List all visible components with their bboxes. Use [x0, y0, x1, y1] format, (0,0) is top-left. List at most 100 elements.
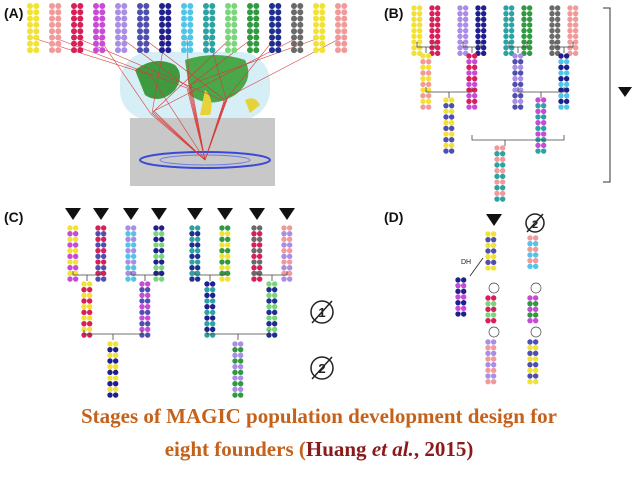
allele-dot	[99, 47, 106, 54]
allele-dot	[558, 98, 564, 105]
allele-dot	[181, 3, 187, 9]
allele-dot	[194, 264, 201, 271]
allele-dot	[466, 98, 472, 105]
allele-dot	[189, 236, 195, 243]
allele-dot	[466, 104, 472, 110]
allele-dot	[49, 47, 55, 54]
allele-dot	[27, 34, 33, 41]
allele-dot	[455, 288, 461, 295]
allele-dot	[416, 39, 423, 45]
cross-bracket	[194, 271, 226, 281]
allele-dot	[77, 21, 84, 28]
allele-dot	[99, 9, 106, 16]
chromosome	[335, 3, 348, 54]
allele-dot	[33, 3, 40, 9]
allele-dot	[567, 33, 573, 40]
allele-dot	[237, 386, 244, 393]
allele-dot	[499, 167, 506, 174]
allele-dot	[503, 16, 509, 23]
allele-dot	[158, 230, 165, 237]
allele-dot	[490, 378, 497, 385]
allele-dot	[526, 22, 533, 28]
allele-dot	[153, 247, 159, 254]
circle-2-icon-d: 2	[525, 213, 545, 233]
allele-dot	[204, 298, 210, 304]
allele-dot	[319, 21, 326, 28]
allele-dot	[144, 332, 151, 338]
circle-2-number: 2	[318, 361, 325, 376]
allele-dot	[67, 253, 73, 260]
funnel-icon	[65, 208, 81, 220]
allele-dot	[443, 102, 449, 109]
allele-dot	[224, 236, 231, 243]
allele-dot	[526, 50, 533, 57]
allele-dot	[72, 242, 79, 248]
allele-dot	[532, 356, 539, 362]
allele-dot	[153, 259, 159, 265]
allele-dot	[237, 352, 244, 359]
allele-dot	[130, 276, 137, 282]
allele-dot	[517, 64, 524, 71]
allele-dot	[532, 339, 539, 345]
allele-dot	[517, 81, 524, 88]
allele-dot	[194, 236, 201, 243]
chromosome	[420, 53, 432, 110]
allele-dot	[512, 53, 518, 59]
allele-dot	[572, 44, 579, 51]
allele-dot	[462, 39, 469, 45]
allele-dot	[115, 9, 121, 16]
allele-dot	[209, 326, 216, 333]
chromosome	[137, 3, 150, 54]
chromosome	[485, 231, 497, 271]
allele-dot	[187, 40, 194, 47]
allele-dot	[100, 225, 107, 231]
allele-dot	[86, 309, 93, 316]
founder-map-line	[98, 37, 152, 115]
allele-dot	[224, 247, 231, 254]
allele-dot	[86, 281, 93, 287]
allele-dot	[532, 235, 539, 241]
allele-dot	[139, 286, 145, 293]
allele-dot	[231, 34, 238, 41]
allele-dot	[158, 236, 165, 243]
allele-dot	[532, 257, 539, 264]
allele-dot	[232, 341, 238, 347]
circle-2-number-d: 2	[532, 219, 538, 231]
allele-dot	[420, 104, 426, 110]
allele-dot	[313, 47, 319, 54]
allele-dot	[508, 27, 515, 34]
allele-dot	[434, 10, 441, 17]
allele-dot	[485, 259, 491, 266]
allele-dot	[485, 367, 491, 374]
caption-line-2: eight founders (Huang et al., 2015)	[0, 437, 638, 462]
allele-dot	[494, 145, 500, 151]
bracket-b	[603, 7, 611, 183]
allele-dot	[33, 47, 40, 54]
allele-dot	[457, 33, 463, 40]
allele-dot	[532, 350, 539, 357]
allele-dot	[466, 70, 472, 76]
allele-dot	[219, 242, 225, 248]
allele-dot	[297, 28, 304, 35]
allele-dot	[499, 156, 506, 163]
allele-dot	[251, 230, 257, 237]
allele-dot	[297, 9, 304, 16]
allele-dot	[269, 15, 275, 22]
panel-label-a: (A)	[4, 5, 23, 21]
allele-dot	[231, 9, 238, 16]
map-landmass-africa	[200, 90, 212, 115]
allele-dot	[494, 167, 500, 174]
allele-dot	[563, 92, 570, 99]
allele-dot	[143, 28, 150, 35]
allele-dot	[125, 276, 131, 282]
generation-marker	[530, 282, 542, 294]
allele-dot	[112, 358, 119, 364]
allele-dot	[33, 9, 40, 16]
allele-dot	[455, 277, 461, 283]
allele-dot	[107, 392, 113, 398]
allele-dot	[494, 156, 500, 163]
allele-dot	[130, 225, 137, 231]
allele-dot	[121, 28, 128, 35]
allele-dot	[341, 40, 348, 47]
allele-dot	[480, 16, 487, 23]
